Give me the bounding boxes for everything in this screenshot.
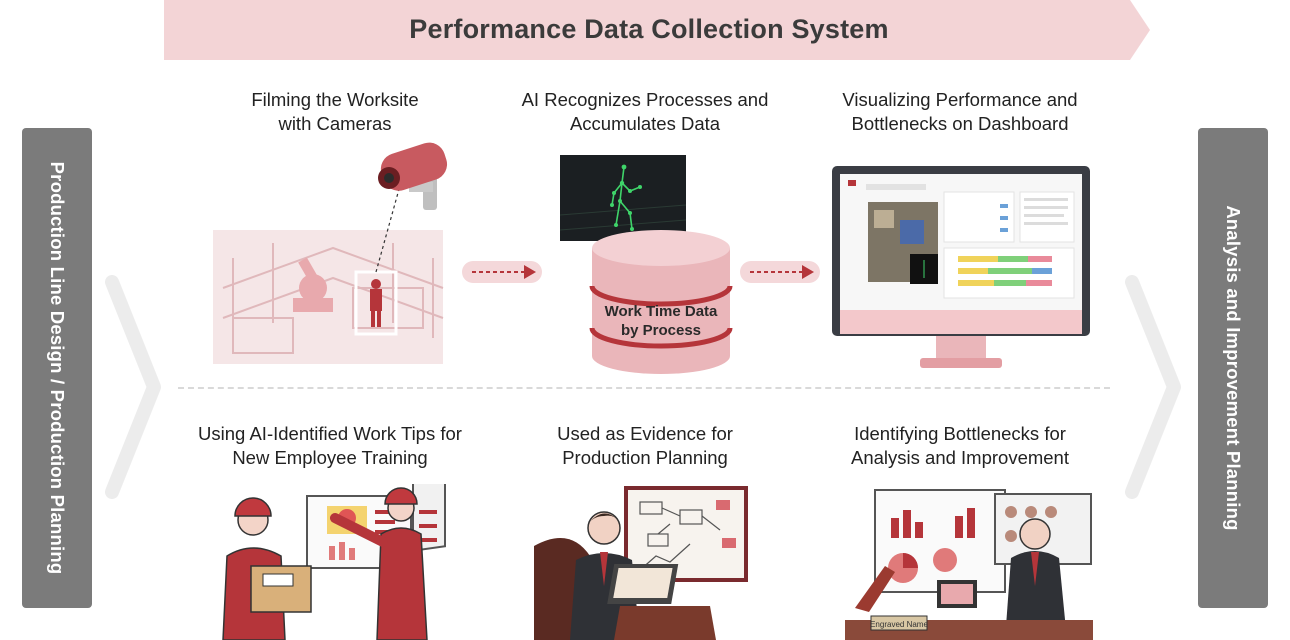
planning-businessman-illustration bbox=[534, 486, 748, 640]
banner-title: Performance Data Collection System bbox=[409, 14, 889, 44]
factory-camera-illustration bbox=[213, 142, 448, 364]
system-banner: Performance Data Collection System bbox=[164, 0, 1150, 60]
sidebar-production-planning: Production Line Design / Production Plan… bbox=[22, 128, 92, 608]
pose-skeleton-panel bbox=[560, 155, 686, 241]
dashboard-monitor-illustration bbox=[832, 166, 1090, 368]
training-workers-illustration bbox=[222, 484, 446, 640]
sidebar-analysis-improvement: Analysis and Improvement Planning bbox=[1198, 128, 1268, 608]
sidebar-right-label: Analysis and Improvement Planning bbox=[1223, 205, 1244, 531]
database-cylinder-icon bbox=[589, 230, 733, 374]
chevron-right-icon bbox=[105, 275, 161, 499]
analysis-executive-illustration: Engraved Name bbox=[845, 489, 1093, 640]
nameplate-text: Engraved Name bbox=[870, 620, 928, 629]
section-divider bbox=[178, 387, 1110, 389]
flow-arrow-icon bbox=[740, 261, 820, 283]
flow-arrow-icon bbox=[462, 261, 542, 283]
chevron-right-icon bbox=[1125, 275, 1181, 499]
banner-arrow-shape bbox=[164, 0, 1150, 60]
sidebar-left-label: Production Line Design / Production Plan… bbox=[47, 161, 68, 575]
